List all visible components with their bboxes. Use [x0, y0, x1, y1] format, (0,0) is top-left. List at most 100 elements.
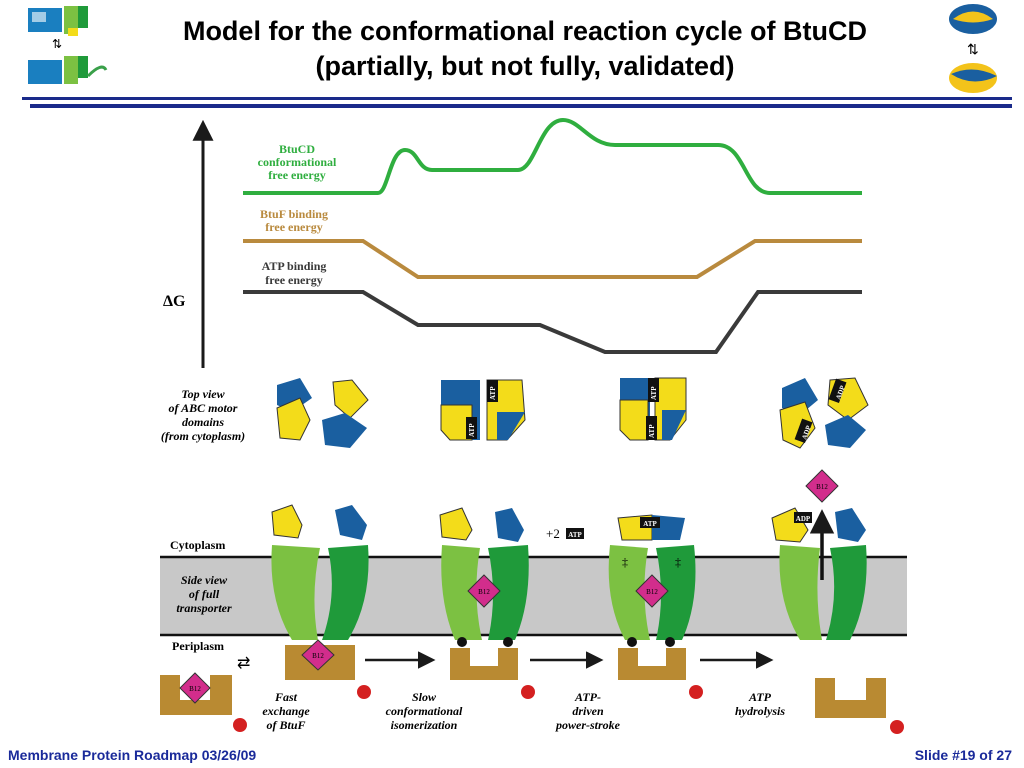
gate-dot-2 — [665, 637, 675, 647]
slide-title: Model for the conformational reaction cy… — [110, 14, 940, 84]
top-view-line2: of ABC motor — [169, 401, 238, 415]
transporter-state-4: ADP B12 — [771, 469, 904, 734]
b12-label: B12 — [646, 588, 658, 596]
atp-label-line1: ATP binding — [262, 259, 327, 273]
atp-tag-box — [640, 517, 660, 528]
transporter-state-2: B12 — [439, 507, 535, 699]
btucd-label-line1: BtuCD — [279, 142, 315, 156]
gate-dot — [627, 637, 637, 647]
nbd-blue-piece — [277, 378, 312, 412]
plus-atp-tag: ATP — [568, 531, 582, 539]
thumb-yellow-block — [68, 28, 78, 36]
gate-dot — [457, 637, 467, 647]
atp-binding-curve — [243, 290, 862, 354]
nbd-blue-right — [662, 410, 686, 440]
atp-tag-4: ATP — [648, 424, 656, 438]
header-thumbnail-left: ⇅ — [28, 6, 108, 84]
tmd-dark-green — [656, 545, 696, 640]
btuf-cleft — [638, 648, 666, 666]
tmd-light-green — [271, 545, 320, 640]
step-labels: Fast exchange of BtuF Slow conformationa… — [262, 690, 785, 732]
title-line-2: (partially, but not fully, validated) — [315, 51, 735, 81]
plus-atp-tag-box — [566, 528, 584, 539]
title-rule-thick — [30, 104, 1012, 108]
atp-tag: ATP — [489, 386, 497, 400]
tmd-light-green — [779, 545, 822, 640]
btuf-free-star-icon — [233, 718, 247, 732]
step-4-line1: ATP — [748, 690, 772, 704]
transition-mark: ‡ — [622, 555, 628, 569]
step-3-line2: driven — [572, 704, 604, 718]
thumb-green-block-2 — [64, 56, 78, 84]
atp-tag-box — [487, 380, 498, 402]
atp-label-line2: free energy — [265, 273, 322, 287]
nbd-yellow — [439, 507, 473, 541]
thumb-dark-green-block-2 — [78, 56, 88, 78]
btuf-star-icon — [521, 685, 535, 699]
atp-tag-box-2 — [466, 417, 477, 439]
b12-diamond-free — [179, 672, 211, 704]
tmd-dark-green — [488, 545, 529, 640]
tmd-light-green — [441, 545, 482, 640]
atp-tag-3: ATP — [650, 386, 658, 400]
btuf-free: B12 — [160, 672, 247, 732]
nbd-blue — [835, 508, 866, 542]
plus-atp-text: +2 — [546, 526, 560, 541]
atp-tag-box-3 — [648, 378, 659, 402]
tmd-dark-green — [322, 545, 369, 640]
footer-slide-number: Slide #19 of 27 — [914, 747, 1012, 763]
thumb-protein-blue-bottom — [951, 69, 997, 82]
side-view-line1: Side view — [181, 573, 228, 587]
nbd-blue-quarter — [497, 412, 525, 440]
transporter-state-3: ATP ‡ ‡ B12 — [608, 514, 703, 699]
nbd-blue — [335, 505, 367, 540]
step-4-line2: hydrolysis — [735, 704, 785, 718]
thumb-screen-glare — [32, 12, 46, 22]
side-view-line3: transporter — [176, 601, 232, 615]
top-view-tight-state: ATP ATP — [619, 377, 687, 441]
tmd-light-green — [608, 545, 650, 640]
nbd-blue-tl — [782, 378, 818, 415]
nbd-blue-br — [825, 415, 866, 448]
transition-mark-2: ‡ — [675, 555, 681, 569]
gate-dot-2 — [503, 637, 513, 647]
b12-diamond — [467, 574, 501, 608]
btuf-star-icon — [890, 720, 904, 734]
btuf-binding-curve — [243, 239, 862, 279]
btuf-label-line2: free energy — [265, 220, 322, 234]
thumb-protein-yellow-top — [953, 11, 993, 23]
btucd-label-line3: free energy — [268, 168, 325, 182]
adp-tag-box — [794, 512, 812, 523]
b12-label: B12 — [478, 588, 490, 596]
nbd-yellow-piece-2 — [332, 379, 369, 419]
step-2-line1: Slow — [412, 690, 437, 704]
header-thumbnail-right: ⇅ — [949, 4, 997, 93]
top-view-open-state — [276, 378, 369, 448]
atp-tag-box-4 — [646, 416, 657, 440]
tmd-dark-green — [826, 545, 867, 640]
nbd-blue — [652, 515, 685, 540]
delta-g-label: ΔG — [163, 293, 186, 310]
top-view-adp-state: ADP ADP — [779, 377, 869, 449]
btucd-label-line2: conformational — [258, 155, 337, 169]
nbd-yellow-quarter — [440, 404, 473, 441]
step-3-line3: power-stroke — [555, 718, 621, 732]
footer-left-text: Membrane Protein Roadmap 03/26/09 — [8, 747, 257, 763]
thumb-motion-arrow-icon — [86, 65, 108, 78]
nbd-blue — [495, 508, 524, 542]
top-view-atp-bound-state: ATP ATP — [440, 379, 526, 441]
title-line-1: Model for the conformational reaction cy… — [182, 16, 868, 46]
nbd-yellow-left — [619, 399, 649, 441]
step-2-line3: isomerization — [391, 718, 458, 732]
btuf-label-line1: BtuF binding — [260, 207, 328, 221]
periplasm-label: Periplasm — [172, 639, 224, 653]
b12-label: B12 — [312, 652, 324, 660]
title-rule-thin — [22, 97, 1012, 100]
atp-tag: ATP — [643, 520, 657, 528]
adp-tag: ADP — [796, 515, 811, 523]
exchange-arrows-icon: ⇄ — [237, 655, 250, 672]
top-view-label: Top view of ABC motor domains (from cyto… — [161, 387, 245, 443]
btuf-cleft — [470, 648, 498, 666]
b12-diamond — [635, 574, 669, 608]
